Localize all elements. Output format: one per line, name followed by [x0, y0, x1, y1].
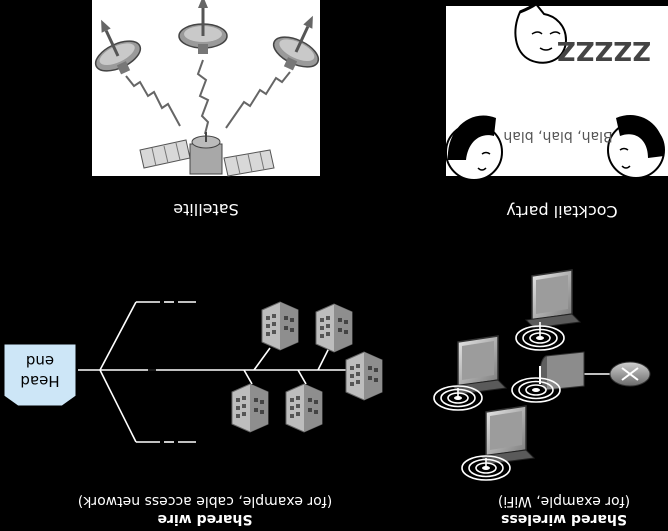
wireless-rings-bottom: [461, 455, 511, 481]
laptop-top: [525, 269, 581, 329]
talking-person-right-icon: [607, 115, 665, 179]
head-end-label-line1: Head: [20, 372, 59, 390]
cocktail-party-panel: ZZZZZ Blah, blah, blah: [445, 2, 668, 181]
wireless-rings-left: [433, 385, 483, 411]
head-end-label-line2: end: [26, 352, 54, 370]
building-2: [315, 303, 353, 353]
satellite: [139, 132, 275, 177]
shared-wireless-panel: [433, 269, 651, 481]
cable-network: [78, 301, 352, 443]
router-icon: [609, 361, 651, 387]
shared-wireless-caption-sub: (for example, WiFi): [498, 493, 630, 509]
satellite-caption: Satellite: [173, 200, 239, 219]
shared-wire-caption-main: Shared wire: [158, 511, 253, 527]
shared-wire-panel: Head end: [3, 301, 383, 443]
wireless-rings-top: [515, 325, 565, 351]
shared-wireless-caption-main: Shared wireless: [501, 511, 627, 527]
radio-link-right: [225, 71, 291, 129]
radio-link-center: [196, 59, 210, 135]
building-4: [231, 383, 269, 433]
shared-wire-caption-sub: (for example, cable access network): [78, 493, 332, 509]
cocktail-party-caption: Cocktail party: [506, 202, 617, 221]
building-3: [345, 351, 383, 401]
building-1: [261, 301, 299, 351]
talking-person-left-icon: [445, 115, 503, 181]
wireless-rings-ap: [511, 377, 561, 403]
access-point-icon: [539, 351, 585, 391]
radio-link-left: [125, 75, 181, 127]
satellite-panel: [77, 0, 337, 177]
head-end: Head end: [3, 343, 77, 407]
sleep-text: ZZZZZ: [557, 35, 651, 65]
building-5: [285, 383, 323, 433]
sleeping-person-icon: [514, 2, 568, 64]
speech-text: Blah, blah, blah: [503, 128, 612, 144]
